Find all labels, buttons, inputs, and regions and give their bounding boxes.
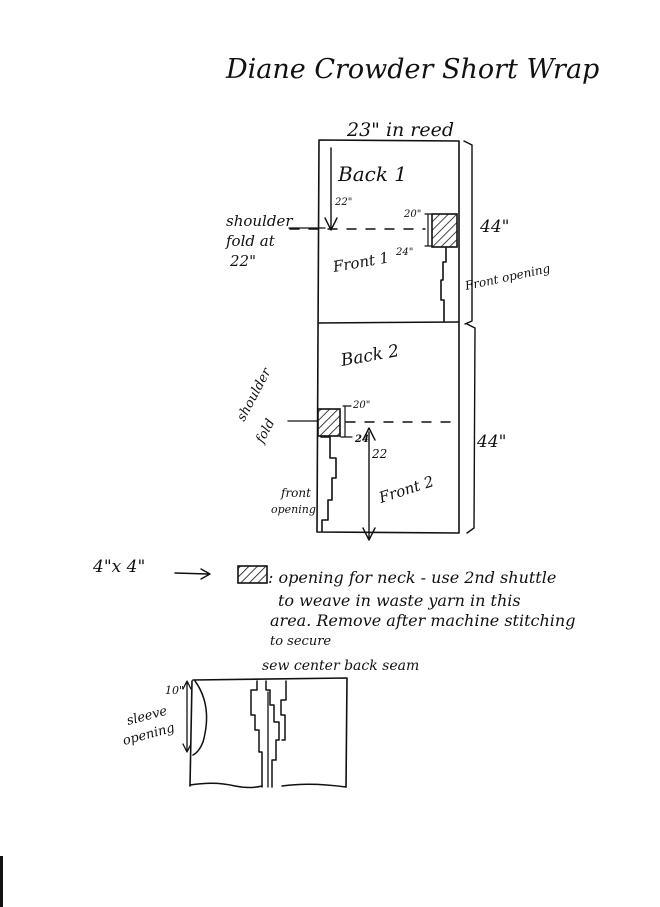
length-bracket-top [463,140,473,325]
assembly-bottom-edge [189,782,347,789]
shoulder-fold-label-2: fold at [225,232,276,250]
center-seam-right-steps [265,680,280,788]
front-opening-left-label-1: front [280,486,311,500]
shoulder-fold2-label-1: shoulder [234,365,275,424]
dim-24-top: 24" [395,247,413,258]
reed-width-label: 23" in reed [346,119,454,141]
front1-label: Front 1 [331,248,391,276]
length-label-top: 44" [479,217,509,237]
front-opening-steps-bottom [320,436,337,532]
neck-opening-top [431,213,458,248]
shoulder-fold-label-1: shoulder [226,212,293,230]
shoulder-arrow-top [324,147,338,231]
sleeve-dim-label: 10" [165,684,184,697]
panel-outline [316,139,460,534]
neck-dim-ticks-bottom [340,405,353,438]
dim-20-bottom: 20" [352,400,370,411]
front2-label: Front 2 [376,472,436,507]
length-bracket-bottom [466,323,476,534]
legend-hatch-swatch [237,565,268,584]
center-seam-right-steps-2 [280,680,287,741]
seam-label: sew center back seam [262,658,419,674]
dim-20-top: 20" [403,209,421,220]
center-seam-left-steps [250,680,263,788]
neck-dim-ticks-top [424,213,432,247]
legend-line-3: area. Remove after machine stitching [270,611,575,630]
dim-24-bottom: 24 [354,434,369,445]
legend-size-label: 4"x 4" [92,557,145,577]
front2-length-arrow [362,427,376,541]
dim-22-bottom: 22 [371,447,387,461]
back2-label: Back 2 [338,341,400,371]
sleeve-opening-curve [192,680,208,756]
assembly-outline [189,677,348,788]
back1-label: Back 1 [337,162,407,186]
length-label-bottom: 44" [476,432,506,452]
scan-edge-mark [0,856,3,907]
page-title: Diane Crowder Short Wrap [225,54,599,85]
shoulder-fold2-label-2: fold [253,417,279,447]
legend-line-4: to secure [270,634,331,649]
shoulder-fold-label-3: 22" [229,252,256,270]
front-opening-label-right: Front opening [463,261,552,293]
legend-arrow [174,568,211,580]
neck-opening-bottom [317,408,341,437]
legend-line-1: : opening for neck - use 2nd shuttle [268,568,556,587]
front-opening-left-label-2: opening [271,503,316,516]
dim-22-top: 22" [334,197,352,208]
front-opening-steps-top [440,247,447,322]
legend-line-2: to weave in waste yarn in this [278,591,521,610]
sleeve-dim-arrow [182,680,192,753]
panel-divider [317,321,460,324]
